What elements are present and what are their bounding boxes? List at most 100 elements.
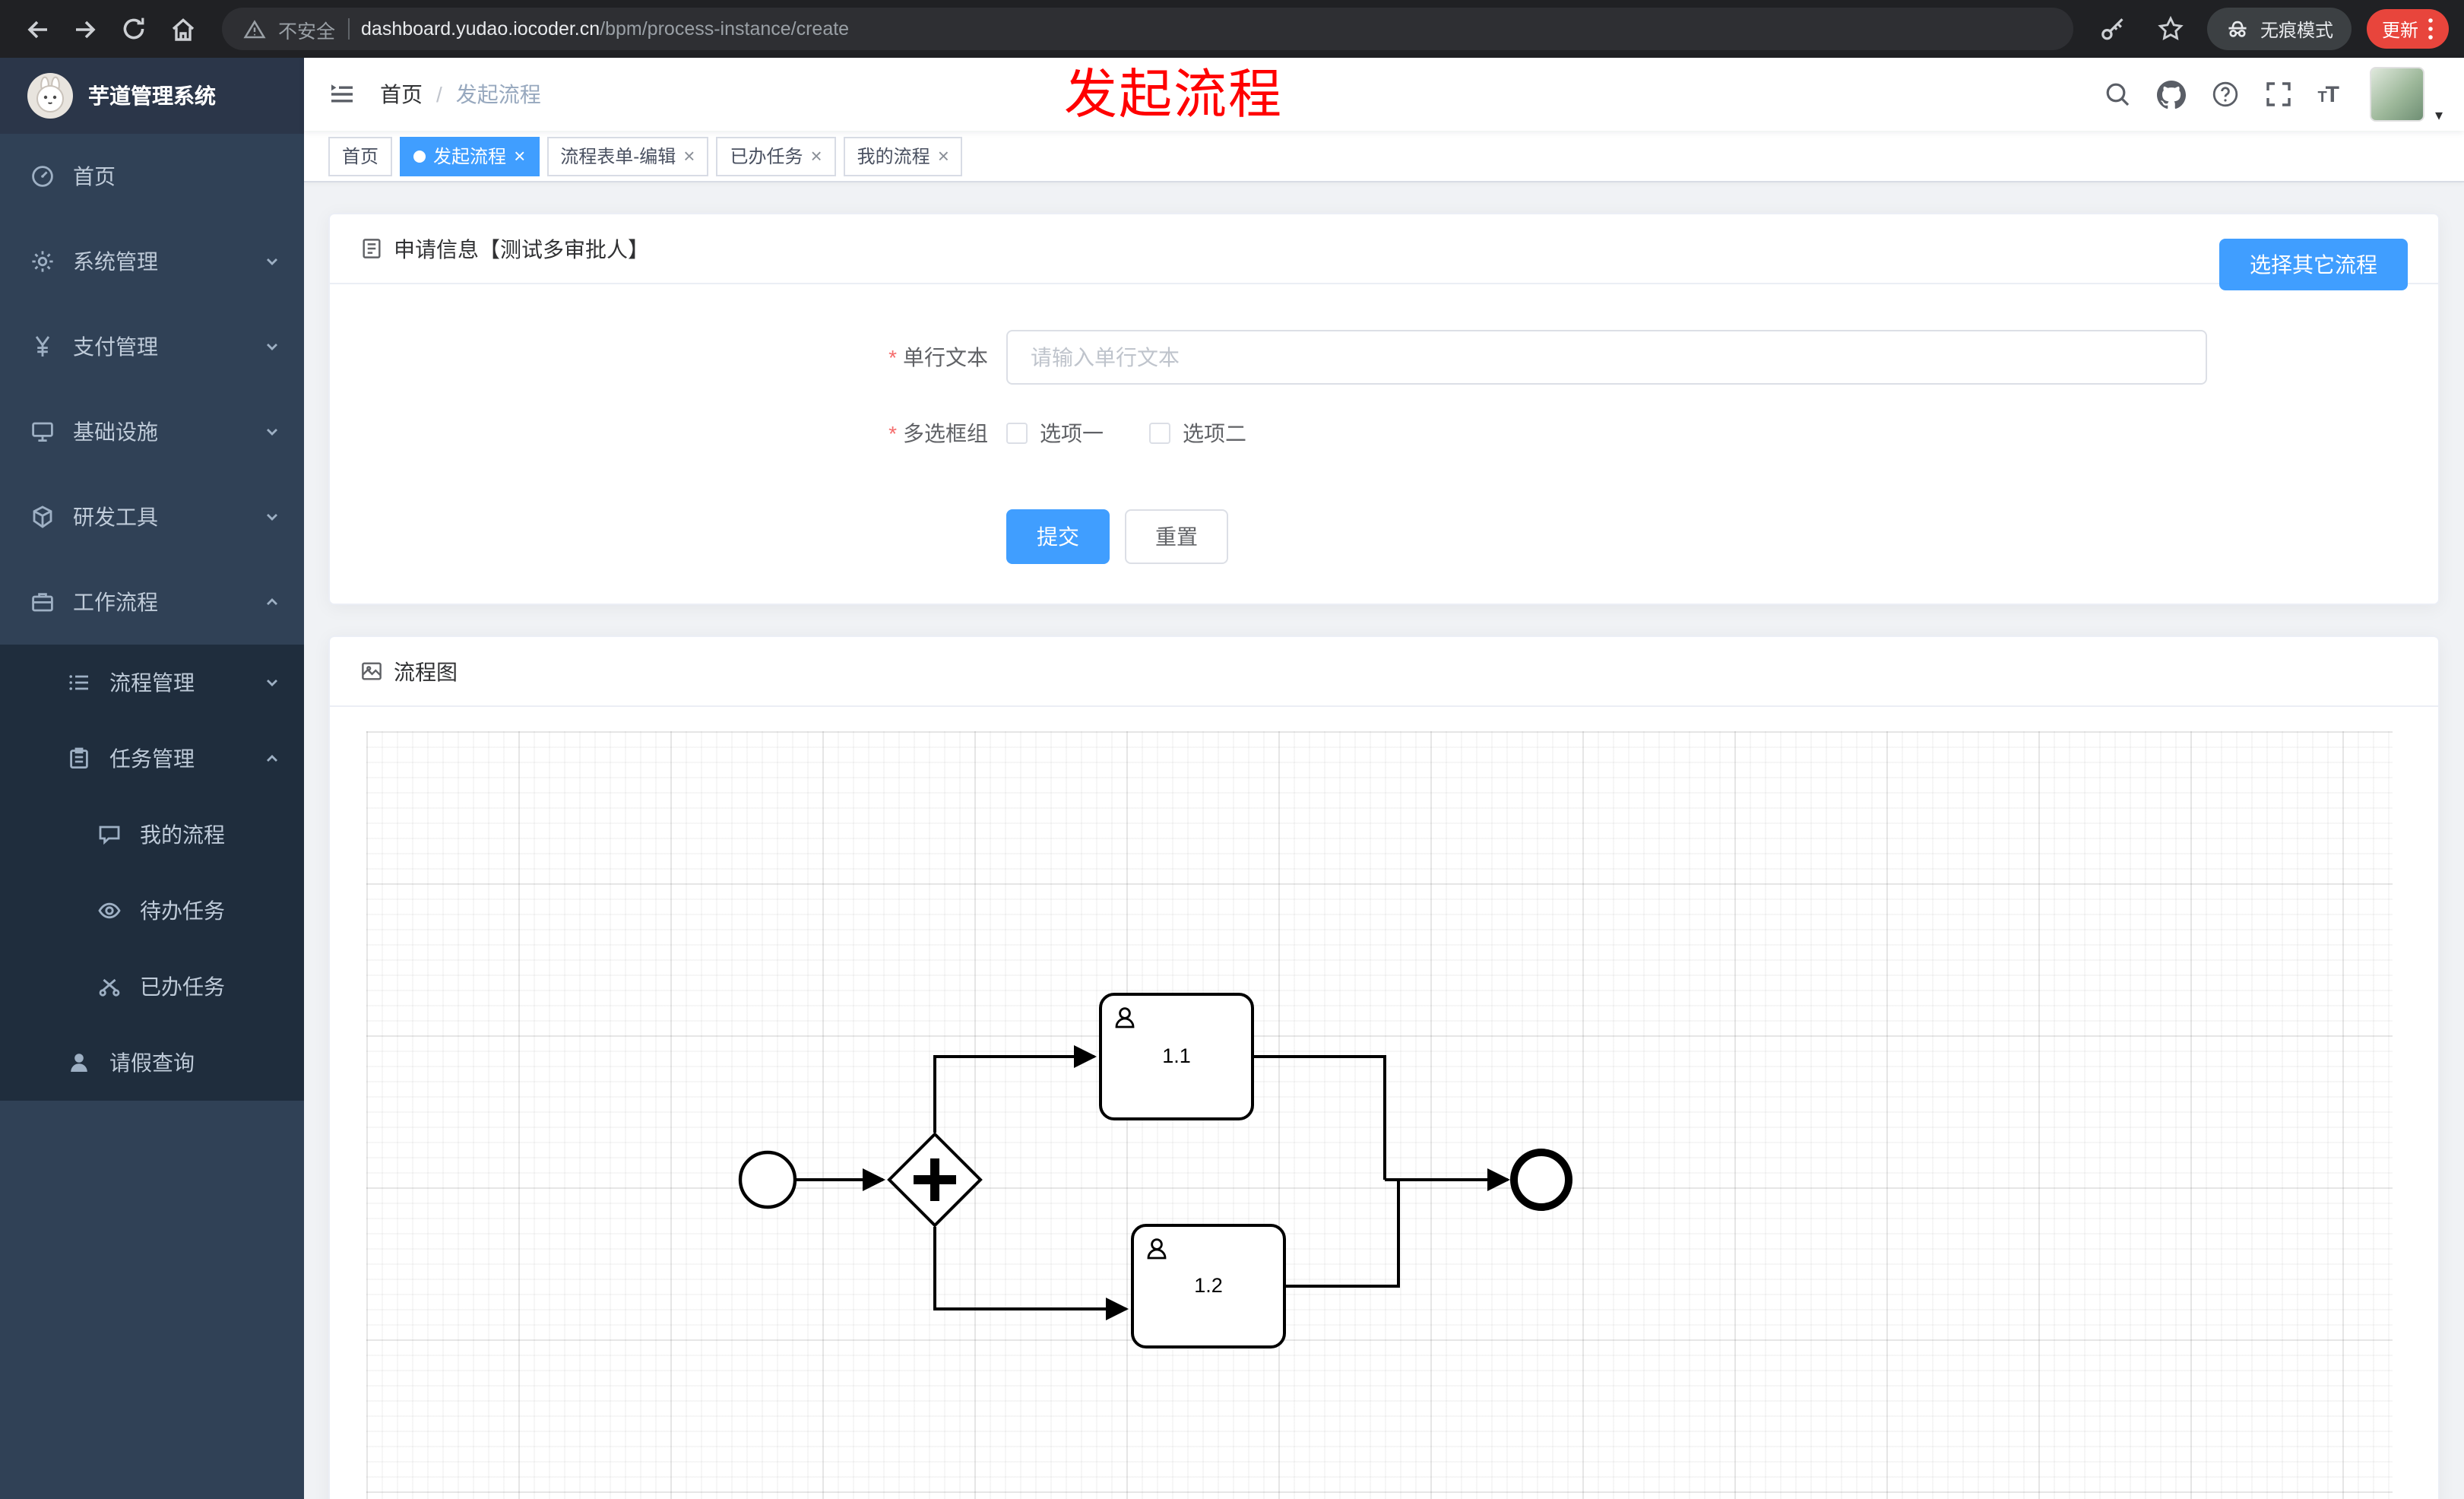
bpmn-user-task-2[interactable] [1131, 1224, 1286, 1348]
chevron-down-icon [267, 429, 277, 436]
bpmn-end-event[interactable] [1510, 1149, 1572, 1211]
bpmn-user-task-1[interactable] [1099, 993, 1254, 1120]
user-task-icon [1115, 1007, 1135, 1028]
parallel-gateway-plus-icon [914, 1158, 956, 1201]
sidebar-item-workflow[interactable]: 工作流程 [0, 559, 304, 645]
infrastructure-icon [32, 422, 53, 442]
chrome-right-controls: 无痕模式 更新 [2092, 8, 2449, 50]
url-path: /bpm/process-instance/create [600, 18, 850, 40]
sidebar-item-label: 支付管理 [73, 334, 158, 359]
payment-icon [35, 336, 50, 357]
flow-gateway-to-task2 [933, 1227, 1129, 1320]
checkbox-icon[interactable] [1006, 423, 1028, 444]
tags-view-bar: 首页 发起流程 × 流程表单-编辑 × 已办任务 × 我的流程 × [304, 131, 2464, 182]
tab-my-process[interactable]: 我的流程 × [843, 136, 963, 176]
checkbox-option-2[interactable]: 选项二 [1149, 418, 1246, 448]
sidebar-item-done-tasks[interactable]: 已办任务 [0, 949, 304, 1025]
browser-back-button[interactable] [15, 8, 58, 50]
help-icon[interactable] [2211, 81, 2238, 108]
text-field-label: *单行文本 [888, 345, 988, 369]
close-icon[interactable]: × [937, 144, 949, 167]
back-arrow-icon [27, 20, 46, 38]
reload-icon [123, 17, 144, 40]
task2-label: 1.2 [1194, 1274, 1223, 1297]
sidebar-item-todo-tasks[interactable]: 待办任务 [0, 873, 304, 949]
breadcrumb-home[interactable]: 首页 [380, 82, 423, 106]
tab-initiate-process[interactable]: 发起流程 × [400, 136, 540, 176]
sidebar-item-process-management[interactable]: 流程管理 [0, 645, 304, 721]
checkbox-icon[interactable] [1149, 423, 1170, 444]
forward-arrow-icon [75, 20, 95, 38]
checkbox-option-1[interactable]: 选项一 [1006, 418, 1104, 448]
github-icon[interactable] [2156, 80, 2186, 109]
incognito-badge: 无痕模式 [2206, 8, 2352, 50]
url-bar[interactable]: 不安全 dashboard.yudao.iocoder.cn/bpm/proce… [222, 8, 2073, 50]
form-document-icon [363, 239, 381, 258]
sidebar-item-payment-management[interactable]: 支付管理 [0, 304, 304, 389]
workflow-submenu: 流程管理 任务管理 我的流程 待办任务 已办 [0, 645, 304, 1101]
bpmn-diagram: 1.1 1.2 [738, 993, 1572, 1348]
process-diagram-title: 流程图 [394, 659, 458, 683]
browser-chrome: 不安全 dashboard.yudao.iocoder.cn/bpm/proce… [0, 0, 2464, 58]
sidebar-item-task-management[interactable]: 任务管理 [0, 721, 304, 797]
tab-home[interactable]: 首页 [328, 136, 393, 176]
sidebar-collapse-icon[interactable] [328, 81, 356, 108]
close-icon[interactable]: × [810, 144, 822, 167]
active-dot-icon [413, 150, 426, 162]
close-icon[interactable]: × [683, 144, 695, 167]
breadcrumb-separator: / [436, 82, 442, 106]
tab-label: 发起流程 [433, 146, 507, 167]
browser-home-button[interactable] [161, 8, 204, 50]
chevron-up-icon [267, 598, 277, 605]
apply-form: *单行文本 *多选框组 选项一 [330, 284, 2438, 604]
app-title: 芋道管理系统 [88, 84, 216, 108]
app-logo[interactable]: 芋道管理系统 [0, 58, 304, 134]
devtools-icon [33, 505, 52, 528]
search-icon[interactable] [2103, 81, 2130, 108]
select-other-process-button[interactable]: 选择其它流程 [2219, 239, 2408, 290]
gear-icon [32, 251, 53, 272]
sidebar-item-label: 流程管理 [109, 670, 195, 695]
my-process-icon [99, 826, 120, 845]
flow-task1-out [1253, 1055, 1386, 1180]
password-key-button[interactable] [2092, 8, 2134, 50]
bpmn-start-event[interactable] [738, 1150, 797, 1209]
user-menu[interactable]: ▾ [2370, 67, 2443, 125]
main-area: 首页 / 发起流程 TT ▾ 首页 [304, 58, 2464, 1499]
submit-button[interactable]: 提交 [1006, 509, 1110, 564]
tab-process-form-edit[interactable]: 流程表单-编辑 × [546, 136, 709, 176]
breadcrumb-current: 发起流程 [455, 82, 541, 106]
process-diagram-body: 1.1 1.2 [330, 707, 2438, 1499]
workflow-icon [32, 593, 53, 612]
process-diagram-card-header: 流程图 [330, 637, 2438, 707]
red-annotation-text: 发起流程 [1064, 65, 1284, 125]
sidebar-item-my-process[interactable]: 我的流程 [0, 797, 304, 873]
sidebar-item-label: 待办任务 [140, 898, 225, 923]
checkbox-group-row: *多选框组 选项一 选项二 [330, 418, 2438, 448]
bpmn-canvas[interactable]: 1.1 1.2 [366, 731, 2393, 1499]
font-size-icon[interactable]: TT [2317, 81, 2339, 107]
text-field-row: *单行文本 [330, 330, 2438, 385]
close-icon[interactable]: × [514, 144, 526, 167]
sidebar-item-label: 我的流程 [140, 822, 225, 847]
browser-reload-button[interactable] [112, 8, 155, 50]
browser-forward-button[interactable] [64, 8, 106, 50]
sidebar-item-infrastructure[interactable]: 基础设施 [0, 389, 304, 474]
update-label: 更新 [2381, 19, 2418, 40]
single-line-text-input[interactable] [1006, 330, 2207, 385]
chrome-update-button[interactable]: 更新 [2366, 9, 2449, 49]
sidebar-item-leave-query[interactable]: 请假查询 [0, 1025, 304, 1101]
apply-info-title: 申请信息【测试多审批人】 [394, 236, 649, 261]
bookmark-star-button[interactable] [2149, 8, 2192, 50]
sidebar-item-devtools[interactable]: 研发工具 [0, 474, 304, 559]
sidebar-item-system-management[interactable]: 系统管理 [0, 219, 304, 304]
sidebar-item-home[interactable]: 首页 [0, 134, 304, 219]
fullscreen-icon[interactable] [2264, 81, 2291, 108]
security-label: 不安全 [278, 21, 336, 42]
flow-gateway-to-task1 [933, 1045, 1097, 1133]
todo-task-icon [98, 902, 121, 919]
reset-button[interactable]: 重置 [1125, 509, 1228, 564]
sidebar-item-label: 首页 [73, 164, 116, 189]
tab-done-tasks[interactable]: 已办任务 × [716, 136, 836, 176]
